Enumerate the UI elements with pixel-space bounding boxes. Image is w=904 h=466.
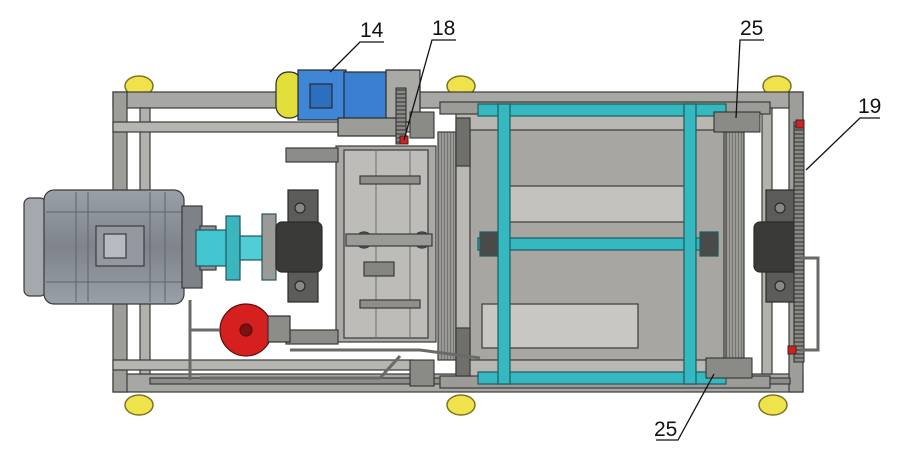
bearing-right-bolt-bottom [774,280,786,292]
beam-middle [477,237,719,251]
end-plate-left [455,117,471,167]
leader-25-top [735,39,764,119]
callout-leaders [329,39,880,441]
inlet-bracket-bottom [285,329,339,345]
beam-clamp-right [699,231,719,257]
corner-brackets [409,111,761,387]
beam-vertical-left [497,103,511,385]
drive-chain [787,119,805,363]
inlet-vane-upper [359,175,421,185]
callout-25-top: 25 [740,17,763,40]
inlet-port [363,261,395,277]
bearing-left [275,189,323,303]
bearing-left-bolt-bottom [294,280,306,292]
bracket-bottom-right [705,357,753,379]
coupling-flange [225,215,241,281]
gear-motor [275,69,421,137]
drum-ring-gear-right [725,131,745,361]
caster-bottom-right [758,394,788,416]
leader-25-bottom [656,373,715,441]
bracket-top-right [713,111,761,133]
pipe-main [188,300,481,380]
inlet-vane-lower [359,299,421,309]
drum-center-plate [501,185,693,223]
beam-top [477,103,727,117]
inlet-bracket-top [285,147,339,163]
bearing-left-housing [275,221,323,273]
inlet-housing [285,145,437,345]
pipe-right-loop [800,256,820,352]
motor-cooling-fins [46,192,182,302]
motor-terminal-lid [103,233,127,259]
brake-unit [219,303,291,357]
callout-14: 14 [360,19,384,42]
caster-wheels [124,75,792,416]
beam-clamp-left [479,231,499,257]
bearing-right-bolt-top [774,202,786,214]
drive-chain-strand [793,121,805,363]
gear-motor-terminal [309,83,333,109]
chain-marker-bottom [787,345,797,355]
drum-ring-gear-left [437,131,457,361]
beam-vertical-right [683,103,697,385]
piping [188,256,820,380]
motor-end-cap [23,197,47,297]
shaft-guard [261,213,277,281]
brake-hub [239,323,253,337]
caster-bottom-left [124,394,154,416]
gearbox [343,71,391,121]
bearing-right [753,189,801,303]
bearing-right-housing [753,221,801,273]
electric-motor [23,189,217,305]
chain-marker-top [795,119,805,129]
brake-bracket [267,315,291,343]
leader-19 [805,117,880,171]
bearing-left-bolt-top [294,202,306,214]
caster-bottom-mid [446,394,476,416]
end-plate-left-low [455,327,471,377]
bracket-top-left [409,111,435,139]
callout-18: 18 [432,17,455,40]
callout-19: 19 [858,95,881,118]
pipe-return [200,354,402,380]
callout-25-bottom: 25 [654,418,677,441]
bracket-bottom-left [409,359,435,387]
frame-lower-inner-rail [112,359,414,371]
sprocket-top [395,87,409,145]
leader-14 [329,41,384,73]
gear-motor-mount [337,117,399,137]
inlet-cross-bar [345,233,433,247]
leader-18 [403,39,456,141]
